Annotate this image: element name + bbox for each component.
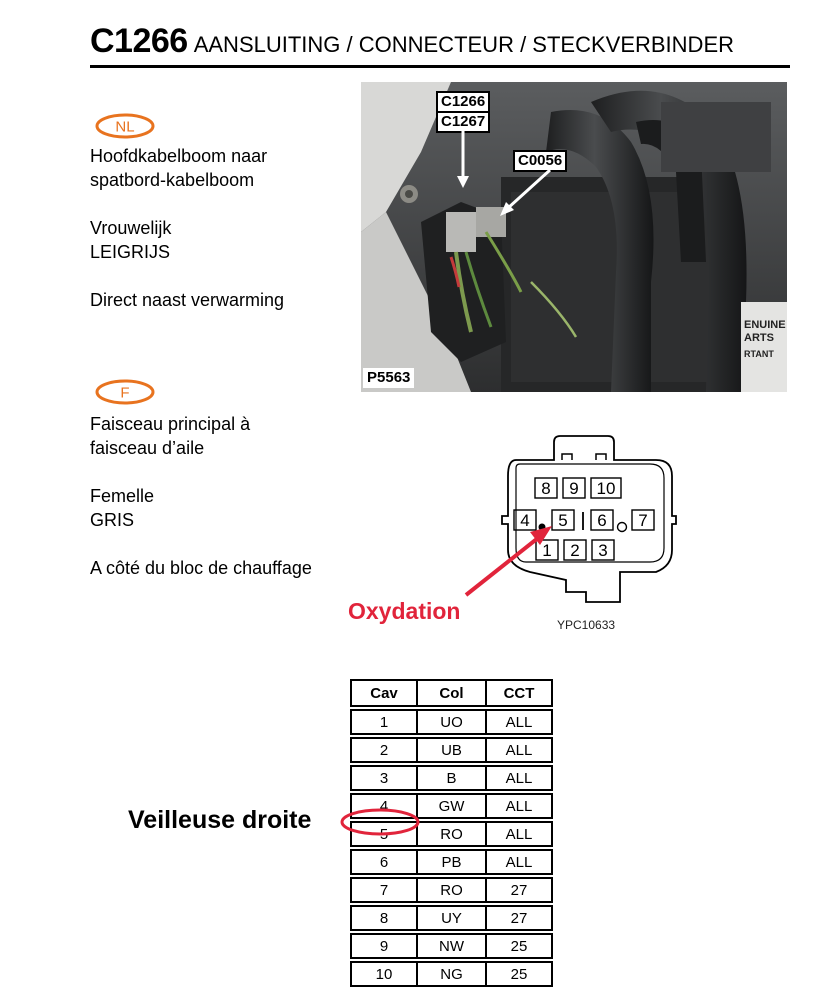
fr-line-2: faisceau d’aile — [90, 438, 205, 458]
cell-cav: 8 — [350, 905, 418, 931]
cell-col: RO — [416, 877, 487, 903]
table-header-row: Cav Col CCT — [350, 679, 553, 707]
callout-c0056: C0056 — [513, 150, 568, 172]
nl-line-1: Hoofdkabelboom naar — [90, 146, 268, 166]
photo-label: P5563 — [363, 368, 415, 388]
cell-cct: 25 — [485, 961, 553, 987]
cell-cav: 10 — [350, 961, 418, 987]
pin-5: 5 — [558, 511, 567, 530]
cell-cct: ALL — [485, 765, 553, 791]
header-cct: CCT — [485, 679, 553, 707]
fr-badge-label: F — [120, 385, 129, 402]
fr-line-4: GRIS — [90, 510, 135, 530]
connector-pin-diagram: 8 9 10 4 5 6 7 1 2 3 — [501, 435, 677, 603]
pin-6: 6 — [597, 511, 606, 530]
title-subtitle: AANSLUITING / CONNECTEUR / STECKVERBINDE… — [193, 32, 735, 57]
oxydation-label: Oxydation — [348, 598, 461, 624]
cell-cav: 3 — [350, 765, 418, 791]
pin-9: 9 — [569, 479, 578, 498]
cell-col: UO — [416, 709, 487, 735]
header-col: Col — [416, 679, 487, 707]
cell-cav: 9 — [350, 933, 418, 959]
fr-language-badge: F — [95, 379, 155, 405]
nl-line-3: Vrouwelijk — [90, 218, 172, 238]
sticker-text-3: RTANT — [744, 349, 774, 359]
fr-line-5: A côté du bloc de chauffage — [90, 558, 312, 578]
cell-cav: 2 — [350, 737, 418, 763]
nl-line-4: LEIGRIJS — [90, 242, 171, 262]
cell-cav: 4 — [350, 793, 418, 819]
pin-7: 7 — [638, 511, 647, 530]
cell-cct: ALL — [485, 821, 553, 847]
cell-cct: 27 — [485, 877, 553, 903]
cell-cct: ALL — [485, 709, 553, 735]
photo-illustration: ENUINE ARTS RTANT — [361, 82, 787, 392]
fr-line-1: Faisceau principal à — [90, 414, 251, 434]
cell-cct: 25 — [485, 933, 553, 959]
cell-cav: 7 — [350, 877, 418, 903]
cell-col: PB — [416, 849, 487, 875]
connector-code: C1266 — [90, 22, 188, 60]
pin-4: 4 — [520, 511, 529, 530]
header-cav: Cav — [350, 679, 418, 707]
cell-col: NG — [416, 961, 487, 987]
cell-cav: 5 — [350, 821, 418, 847]
pin-8: 8 — [541, 479, 550, 498]
diagram-reference: YPC10633 — [557, 618, 616, 632]
pin-2: 2 — [570, 541, 579, 560]
sticker-text-2: ARTS — [744, 332, 774, 344]
pin-10: 10 — [597, 479, 616, 498]
sticker-text-1: ENUINE — [744, 319, 786, 331]
callout-c1267: C1267 — [436, 111, 491, 133]
engine-bay-photo: ENUINE ARTS RTANT C1266 C1267 C0056 P556… — [361, 82, 787, 392]
callout-c1266: C1266 — [436, 91, 491, 113]
nl-line-2: spatbord-kabelboom — [90, 170, 255, 190]
cell-col: NW — [416, 933, 487, 959]
veilleuse-label: Veilleuse droite — [128, 806, 312, 834]
pin-1: 1 — [542, 541, 551, 560]
cell-cav: 1 — [350, 709, 418, 735]
pin-3: 3 — [598, 541, 607, 560]
nl-line-5: Direct naast verwarming — [90, 290, 285, 310]
nl-badge-label: NL — [115, 119, 134, 136]
cell-col: GW — [416, 793, 487, 819]
cell-col: UY — [416, 905, 487, 931]
cell-cav: 6 — [350, 849, 418, 875]
cell-cct: ALL — [485, 737, 553, 763]
title-rule — [90, 65, 790, 68]
nl-language-badge: NL — [95, 113, 155, 139]
cell-cct: 27 — [485, 905, 553, 931]
cell-cct: ALL — [485, 793, 553, 819]
cell-cct: ALL — [485, 849, 553, 875]
cell-col: B — [416, 765, 487, 791]
cell-col: RO — [416, 821, 487, 847]
cell-col: UB — [416, 737, 487, 763]
fr-line-3: Femelle — [90, 486, 155, 506]
